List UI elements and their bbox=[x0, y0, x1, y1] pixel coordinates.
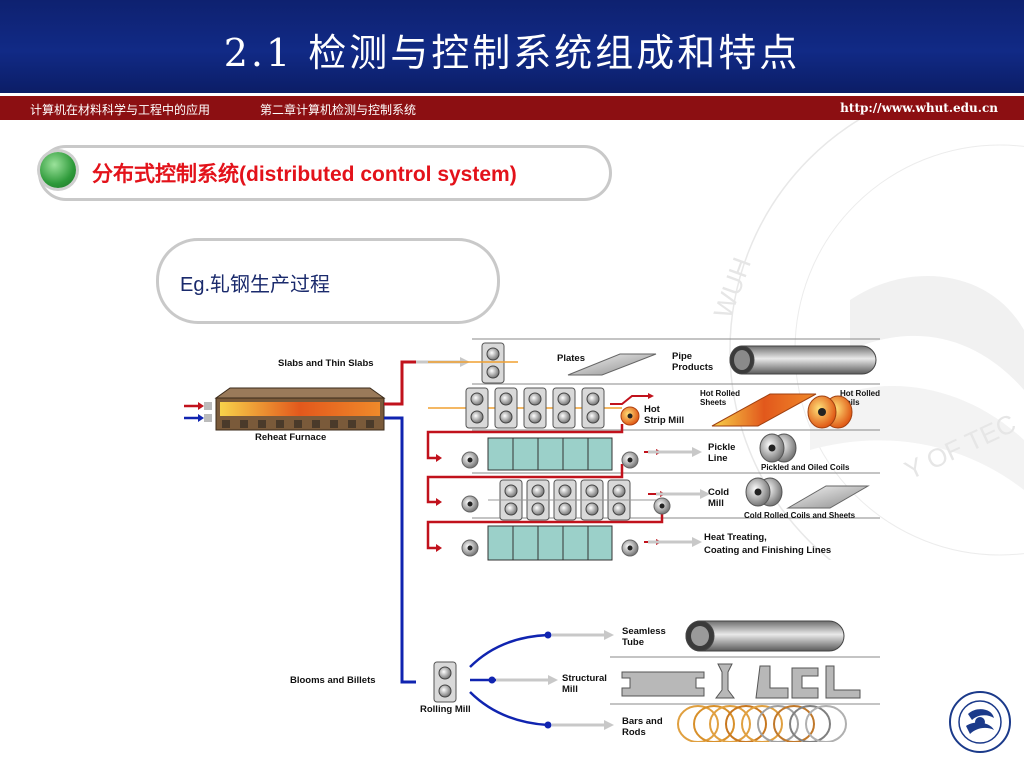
cold-label-2: Mill bbox=[708, 498, 724, 509]
cold-rolled-label: Cold Rolled Coils and Sheets bbox=[744, 511, 856, 520]
example-label: Eg.轧钢生产过程 bbox=[180, 274, 331, 296]
rolling-mill-label: Rolling Mill bbox=[420, 704, 471, 715]
university-logo-icon bbox=[949, 691, 1011, 753]
hot-strip-label-1: Hot bbox=[644, 404, 661, 415]
example-frame bbox=[156, 238, 500, 324]
bars-label-2: Rods bbox=[622, 727, 646, 738]
slabs-label: Slabs and Thin Slabs bbox=[278, 358, 374, 369]
pickle-label-1: Pickle bbox=[708, 442, 735, 453]
hr-coils-label-1: Hot Rolled bbox=[840, 389, 880, 398]
hr-sheets-label-1: Hot Rolled bbox=[700, 389, 740, 398]
slide-title: 2.1 检测与控制系统组成和特点 bbox=[223, 31, 801, 75]
heat-label-2: Coating and Finishing Lines bbox=[704, 545, 831, 556]
reheat-furnace-label: Reheat Furnace bbox=[255, 432, 326, 443]
structural-label-1: Structural bbox=[562, 673, 607, 684]
seamless-label-1: Seamless bbox=[622, 626, 666, 637]
chapter-name: 第二章计算机检测与控制系统 bbox=[260, 103, 417, 117]
heat-label-1: Heat Treating, bbox=[704, 532, 767, 543]
blooms-label: Blooms and Billets bbox=[290, 675, 376, 686]
bars-label-1: Bars and bbox=[622, 716, 663, 727]
university-watermark: WUH Y OF TEC bbox=[707, 120, 1024, 560]
structural-label-2: Mill bbox=[562, 684, 578, 695]
hot-strip-label-2: Strip Mill bbox=[644, 415, 684, 426]
pickled-label: Pickled and Oiled Coils bbox=[761, 463, 850, 472]
hr-sheets-label-2: Sheets bbox=[700, 398, 727, 407]
pipe-label-1: Pipe bbox=[672, 351, 692, 362]
section-heading-frame bbox=[38, 145, 612, 201]
cold-label-1: Cold bbox=[708, 487, 729, 498]
reheat-furnace-icon bbox=[214, 387, 386, 431]
course-name: 计算机在材料科学与工程中的应用 bbox=[30, 103, 211, 117]
title-bar: 2.1 检测与控制系统组成和特点 bbox=[0, 0, 1024, 93]
steel-rolling-process-diagram: Reheat Furnace Slabs and Thin Slabs Bloo… bbox=[184, 338, 880, 742]
hr-coils-label-2: Coils bbox=[840, 398, 860, 407]
green-bullet-icon bbox=[40, 152, 76, 188]
seamless-label-2: Tube bbox=[622, 637, 644, 648]
plates-label: Plates bbox=[557, 353, 585, 364]
svg-text:WUH: WUH bbox=[707, 253, 756, 322]
pickle-label-2: Line bbox=[708, 453, 728, 464]
site-url[interactable]: http://www.whut.edu.cn bbox=[840, 101, 998, 115]
section-heading: 分布式控制系统(distributed control system) bbox=[92, 163, 517, 186]
pipe-label-2: Products bbox=[672, 362, 713, 373]
subtitle-bar: 计算机在材料科学与工程中的应用 第二章计算机检测与控制系统 http://www… bbox=[0, 93, 1024, 120]
